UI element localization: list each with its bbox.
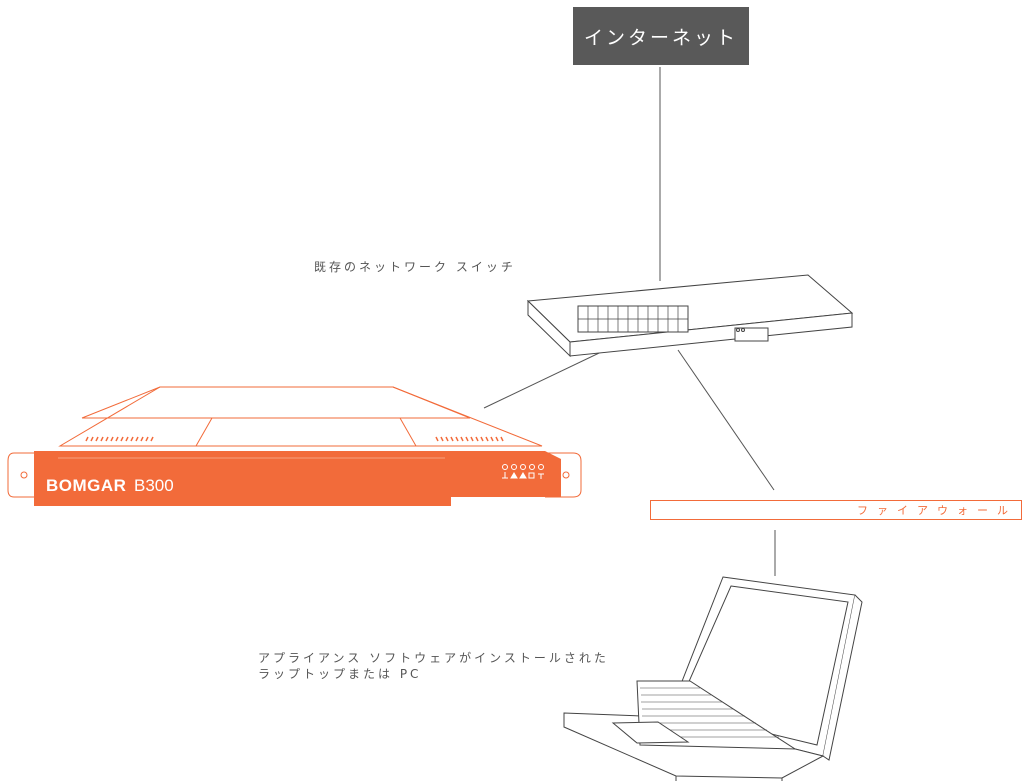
internet-label: インターネット: [583, 26, 738, 49]
internet-node: インターネット: [573, 7, 749, 65]
firewall-node: ファイアウォール: [650, 500, 1022, 520]
laptop-label-line1: アプライアンス ソフトウェアがインストールされた: [258, 651, 609, 665]
laptop-icon: [563, 576, 863, 781]
appliance-brand: BOMGAR: [46, 476, 127, 495]
connection-lines: [483, 67, 776, 576]
switch-appliance-link: [483, 343, 619, 409]
laptop-label-line2: ラップトップまたは PC: [258, 667, 422, 681]
switch-label: 既存のネットワーク スイッチ: [314, 260, 516, 274]
appliance-model: B300: [134, 476, 174, 495]
switch-firewall-link: [677, 349, 775, 491]
network-switch-icon: [526, 274, 854, 358]
firewall-label: ファイアウォール: [857, 504, 1017, 517]
appliance-server-icon: [7, 386, 582, 506]
